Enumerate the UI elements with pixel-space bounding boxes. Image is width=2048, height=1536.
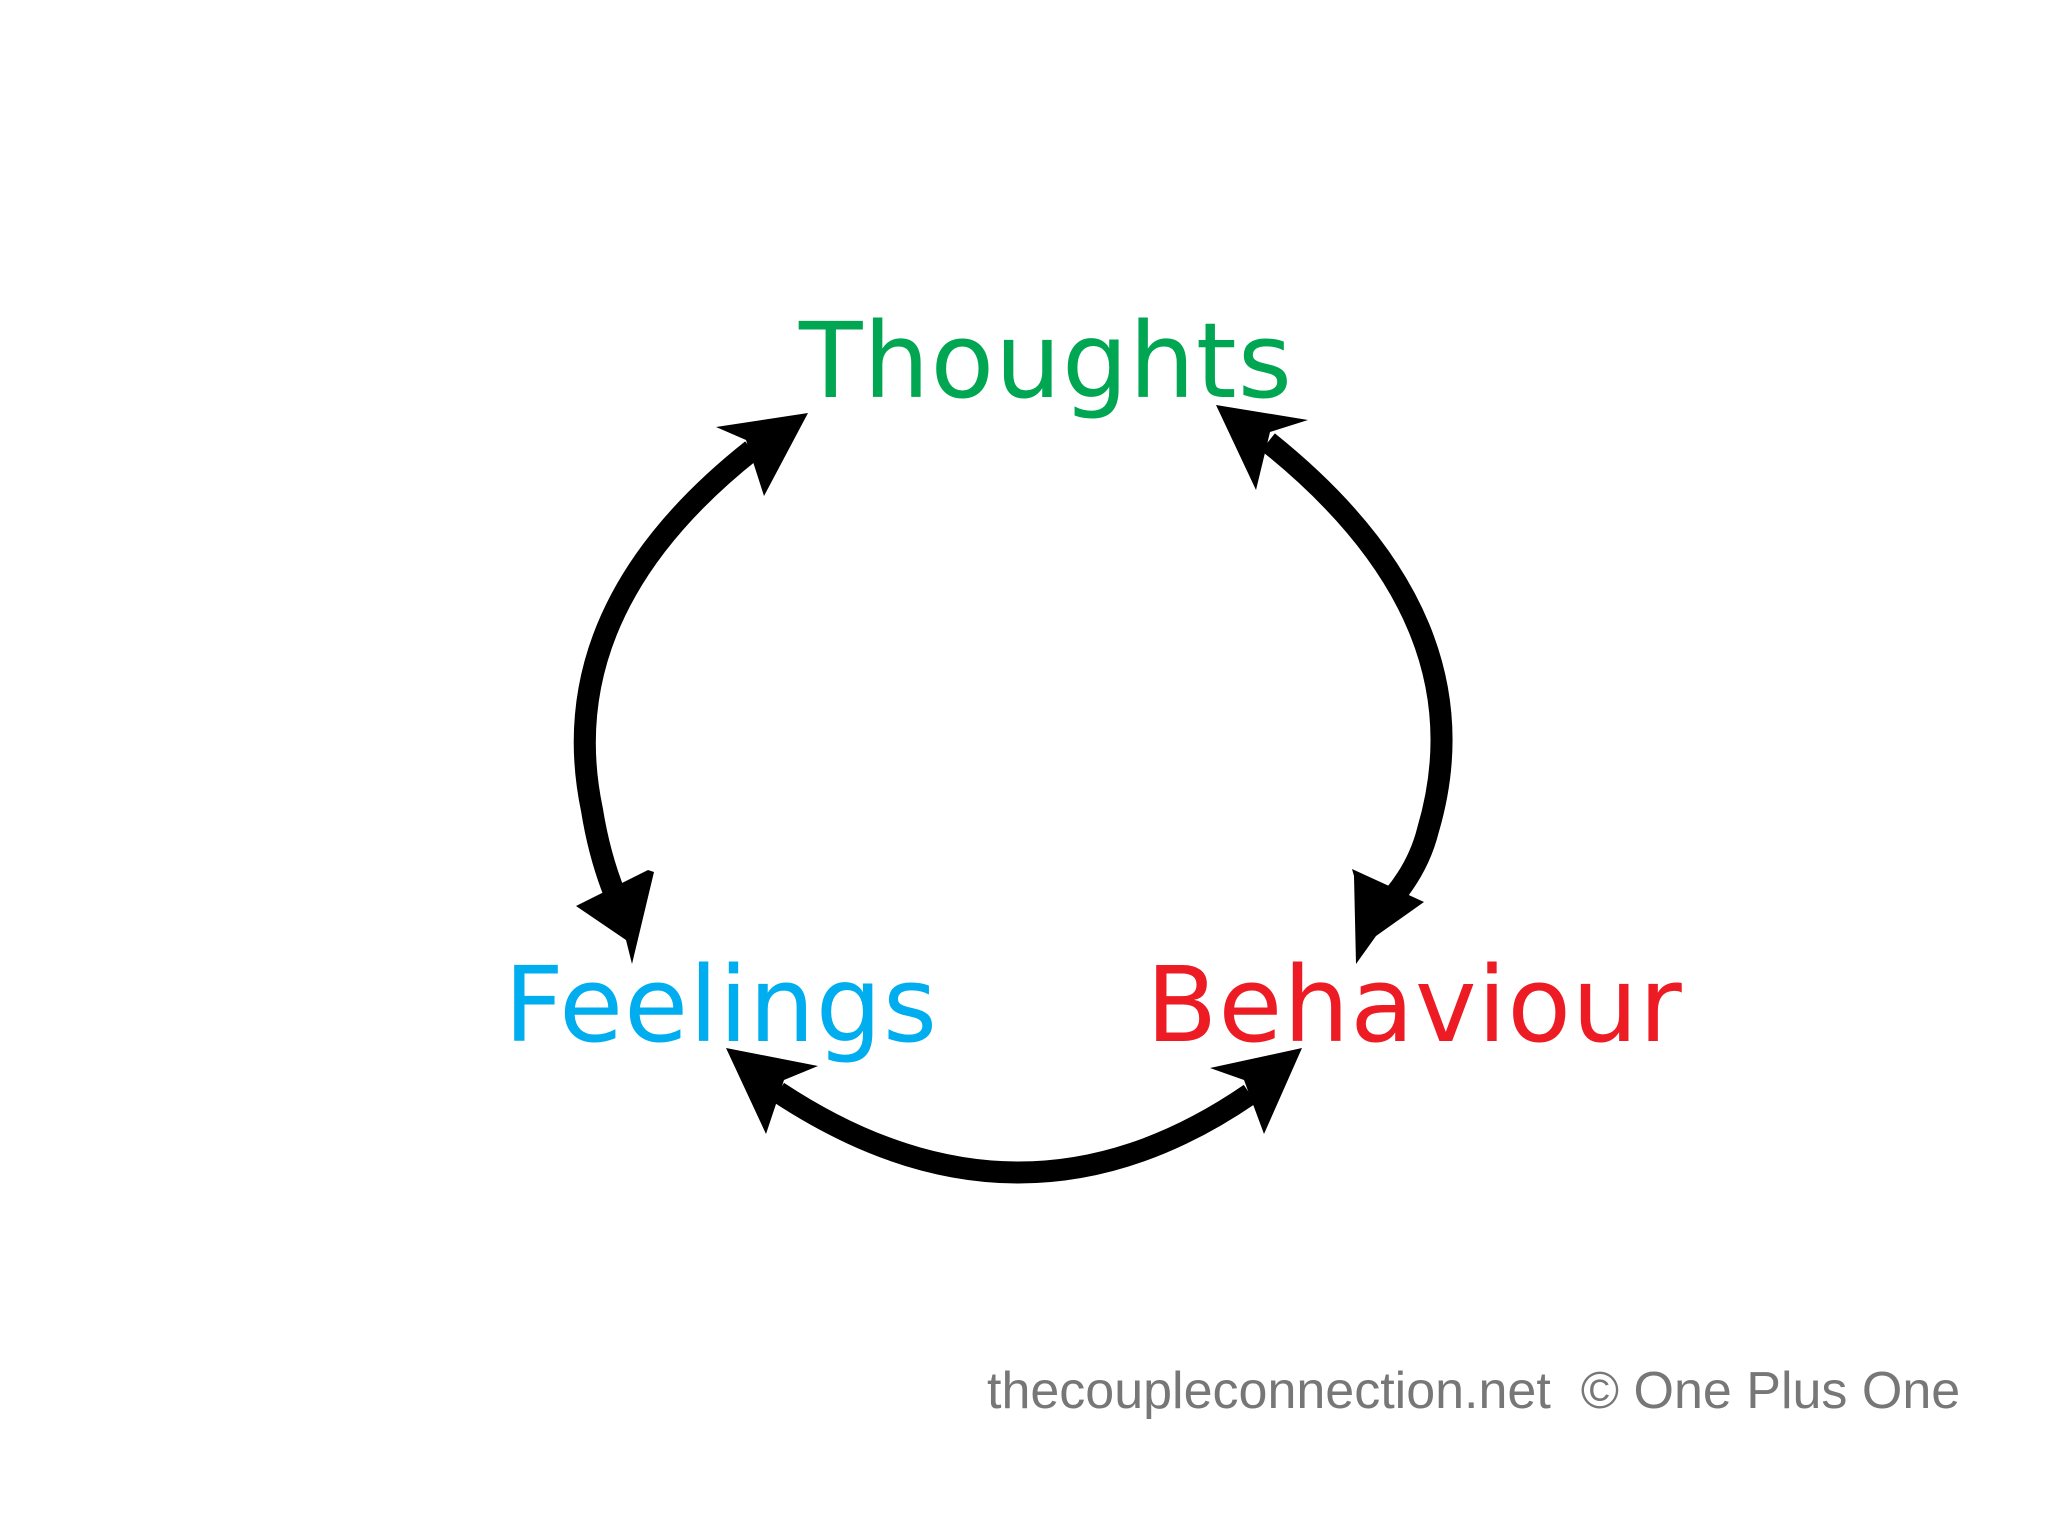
arrowhead-thoughts-from-behaviour [1216,405,1308,490]
node-feelings: Feelings [504,944,939,1066]
arrowhead-feelings-from-thoughts [576,870,654,964]
arrowhead-behaviour-from-thoughts [1352,869,1424,964]
arrowhead-feelings-from-behaviour [726,1048,818,1134]
footer-credit: thecoupleconnection.net © One Plus One [987,1365,1960,1417]
footer-site: thecoupleconnection.net [987,1362,1551,1420]
footer-copyright: © One Plus One [1580,1362,1961,1420]
arrow-thoughts-behaviour-shaft [1261,433,1453,911]
arrow-feelings-behaviour-shaft [771,1082,1257,1184]
node-behaviour: Behaviour [1146,944,1683,1066]
arrow-thoughts-feelings-shaft [573,441,759,907]
node-thoughts: Thoughts [799,300,1293,422]
arrowhead-behaviour-from-feelings [1210,1048,1302,1134]
arrowhead-thoughts-from-feelings [716,413,808,496]
